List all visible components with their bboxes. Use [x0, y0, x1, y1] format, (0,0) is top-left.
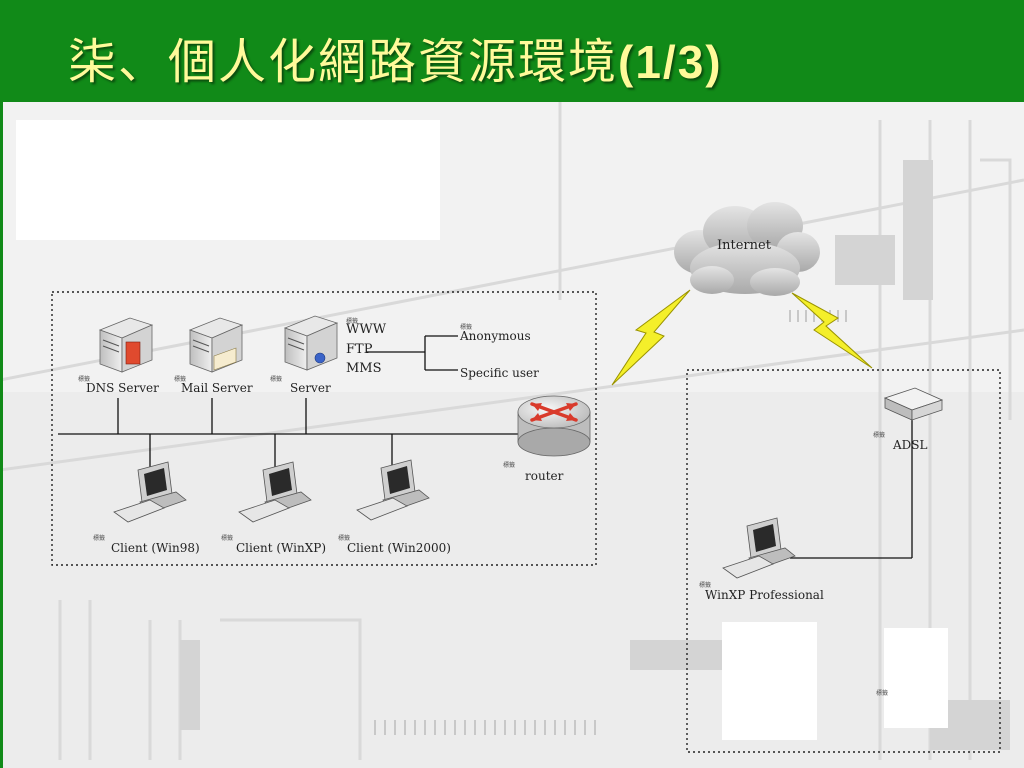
slide-title-main: 柒、個人化網路資源環境 — [68, 34, 619, 90]
blank-textbox-bottom-left — [722, 622, 817, 740]
service-mms-label: MMS — [346, 361, 382, 376]
service-www-label: WWW — [346, 322, 387, 337]
placeholder-mark: 標籤 — [346, 318, 359, 325]
lan-boundary-frame — [51, 291, 597, 566]
placeholder-mark: 標籤 — [699, 582, 712, 589]
winxp-professional-label: WinXP Professional — [705, 588, 824, 602]
adsl-modem-icon — [883, 387, 944, 421]
network-cabling — [58, 335, 913, 559]
left-edge-strip — [0, 102, 3, 768]
placeholder-mark: 標籤 — [78, 376, 91, 383]
placeholder-mark: 標籤 — [876, 690, 889, 697]
internet-label: Internet — [717, 238, 771, 253]
server-icon — [98, 317, 154, 373]
lightning-bolt-icon — [791, 292, 873, 369]
placeholder-mark: 標籤 — [93, 535, 106, 542]
blank-textbox-bottom-right — [884, 628, 948, 728]
desktop-pc-icon — [722, 517, 796, 579]
server-label: Server — [290, 381, 331, 395]
service-ftp-label: FTP — [346, 342, 373, 357]
desktop-pc-icon — [356, 459, 430, 521]
blank-textbox-top — [16, 120, 440, 240]
specific-user-label: Specific user — [460, 366, 539, 380]
placeholder-mark: 標籤 — [338, 535, 351, 542]
placeholder-mark: 標籤 — [174, 376, 187, 383]
placeholder-mark: 標籤 — [270, 376, 283, 383]
router-icon — [517, 395, 591, 457]
anonymous-label: Anonymous — [460, 329, 531, 343]
home-boundary-frame — [686, 369, 1001, 753]
slide-title-page: (1/3) — [618, 36, 723, 88]
client-win2000-label: Client (Win2000) — [347, 541, 451, 555]
mail-server-label: Mail Server — [181, 381, 253, 395]
desktop-pc-icon — [113, 461, 187, 523]
client-win98-label: Client (Win98) — [111, 541, 200, 555]
server-icon — [283, 315, 339, 371]
title-bar: 柒、個人化網路資源環境(1/3) — [0, 0, 1024, 102]
router-label: router — [525, 469, 564, 483]
slide-title: 柒、個人化網路資源環境(1/3) — [68, 22, 723, 92]
lightning-bolt-icon — [611, 289, 691, 386]
client-winxp-label: Client (WinXP) — [236, 541, 326, 555]
adsl-label: ADSL — [893, 438, 928, 452]
cloud-icon — [674, 202, 820, 296]
placeholder-mark: 標籤 — [221, 535, 234, 542]
placeholder-mark: 標籤 — [460, 324, 473, 331]
placeholder-mark: 標籤 — [873, 432, 886, 439]
server-icon — [188, 317, 244, 373]
desktop-pc-icon — [238, 461, 312, 523]
dns-server-label: DNS Server — [86, 381, 159, 395]
placeholder-mark: 標籤 — [503, 462, 516, 469]
